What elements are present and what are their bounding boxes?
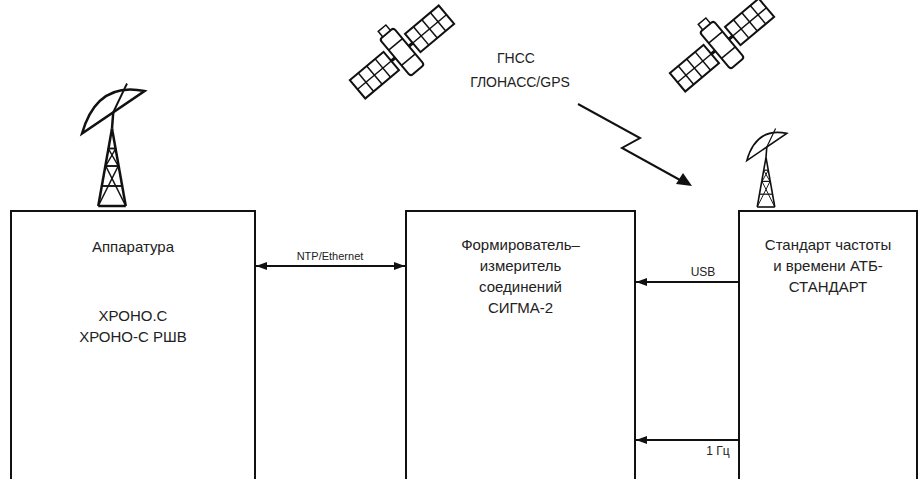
- box-text: ХРОНО.С ХРОНО-С РШВ: [71, 305, 196, 347]
- box-title: Стандарт частоты и времени АТБ-СТАНДАРТ: [761, 234, 895, 297]
- box-title: Аппаратура: [23, 236, 243, 257]
- satellite: [338, 0, 462, 108]
- connector-line: [256, 265, 405, 267]
- device-box: АппаратураХРОНО.С ХРОНО-С РШВ: [10, 210, 256, 479]
- box-title: Формирователь– измеритель соединений СИГ…: [446, 234, 596, 318]
- arrow-head: [256, 262, 267, 270]
- connector-line: [636, 281, 738, 283]
- system-label: ГЛОНАСС/GPS: [468, 74, 572, 91]
- connector-label: NTP/Ethernet: [295, 250, 366, 263]
- connector-line: [636, 439, 738, 441]
- device-box: Формирователь– измеритель соединений СИГ…: [405, 210, 636, 479]
- arrow-head: [636, 436, 647, 444]
- satellite: [658, 0, 782, 101]
- radio-link-bolt: [578, 104, 692, 186]
- connector-label: USB: [689, 265, 718, 279]
- arrow-head: [394, 262, 405, 270]
- connector-label: 1 Гц: [704, 444, 731, 458]
- antenna-tower: [82, 84, 145, 207]
- signal-connector: [256, 262, 405, 270]
- antenna-tower: [747, 129, 787, 207]
- device-box: Стандарт частоты и времени АТБ-СТАНДАРТ: [738, 210, 918, 479]
- signal-connector: [636, 278, 738, 286]
- arrow-head: [636, 278, 647, 286]
- signal-connector: [636, 436, 738, 444]
- system-label: ГНСС: [495, 50, 537, 67]
